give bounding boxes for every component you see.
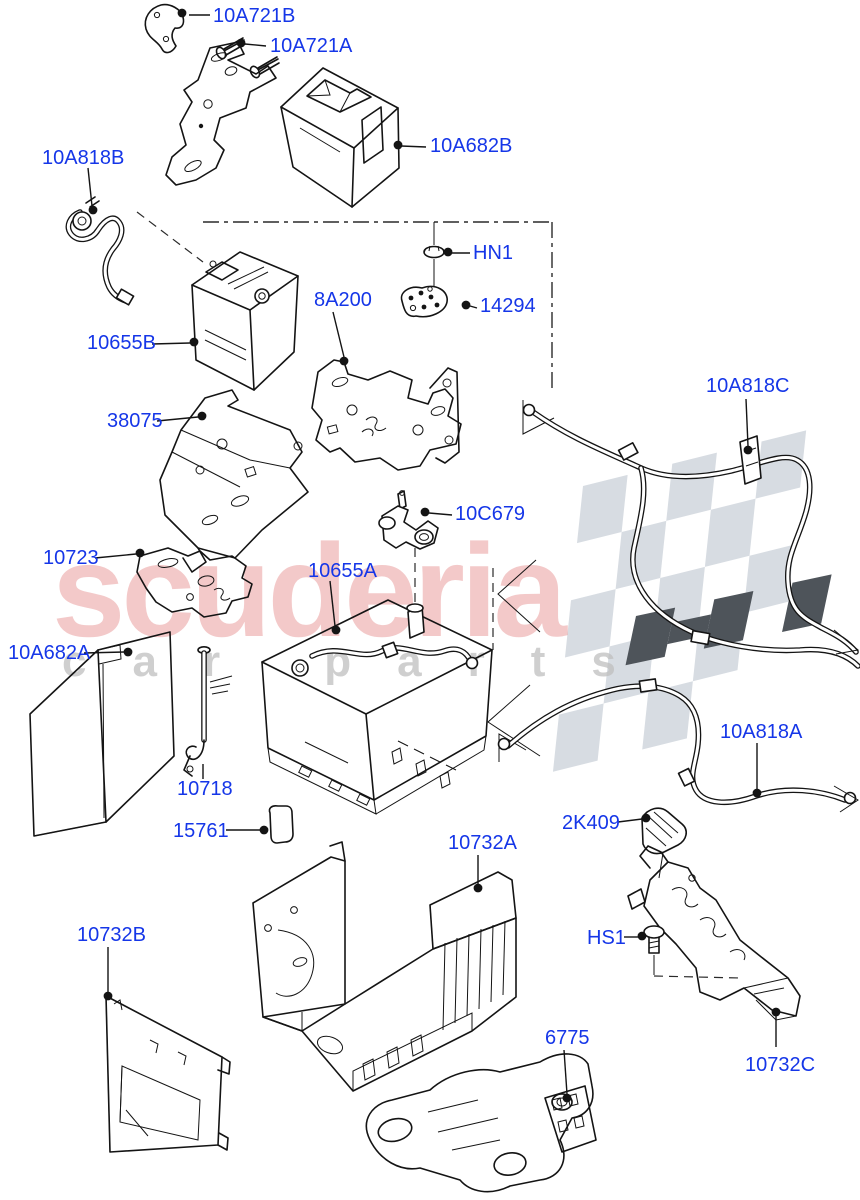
part-10732B-drawing [105,995,231,1153]
part-38075-drawing [159,389,309,573]
watermark-tagline-text: car parts [62,637,662,686]
part-10A818C-drawing [522,400,860,669]
label-8A200[interactable]: 8A200 [314,289,372,311]
part-10A818B-drawing [65,196,135,306]
label-10A721B[interactable]: 10A721B [213,5,295,27]
part-labels: 10A721B 10A721A 10A682B 10A818B HN1 1429… [8,5,815,1076]
part-HS1-drawing [643,925,741,979]
part-10C679-drawing [378,490,439,550]
label-10C679[interactable]: 10C679 [455,503,525,525]
label-10A721A[interactable]: 10A721A [270,35,353,57]
label-10A682A[interactable]: 10A682A [8,642,91,664]
label-10655A[interactable]: 10655A [308,560,378,582]
label-6775[interactable]: 6775 [545,1027,590,1049]
part-10732A-drawing [252,841,517,1092]
brand-watermark: scuderia car parts [52,517,662,686]
part-10A721A-drawing [165,37,280,186]
part-8A200-drawing [311,359,462,471]
part-10655A-drawing [261,599,493,815]
label-10A818B[interactable]: 10A818B [42,147,124,169]
label-10732C[interactable]: 10732C [745,1054,815,1076]
label-10655B[interactable]: 10655B [87,332,156,354]
label-15761[interactable]: 15761 [173,820,229,842]
label-38075[interactable]: 38075 [107,410,163,432]
label-HN1[interactable]: HN1 [473,242,513,264]
label-10A818A[interactable]: 10A818A [720,721,803,743]
part-10A682B-drawing [280,67,400,208]
part-10723-drawing [136,547,253,618]
part-14294-drawing [400,285,448,318]
label-10A818C[interactable]: 10A818C [706,375,789,397]
label-14294[interactable]: 14294 [480,295,536,317]
label-10723[interactable]: 10723 [43,547,99,569]
label-HS1[interactable]: HS1 [587,927,626,949]
cable-end-pennants [487,559,541,757]
label-10718[interactable]: 10718 [177,778,233,800]
part-2K409-drawing [641,807,687,879]
label-2K409[interactable]: 2K409 [562,812,620,834]
leader-lines [83,8,781,1103]
part-HN1-drawing [423,222,445,290]
label-10A682B[interactable]: 10A682B [430,135,512,157]
part-10732C-drawing [627,845,801,1021]
part-6775-drawing [365,1053,597,1193]
phantom-lines [136,211,553,650]
part-10718-drawing [183,645,233,777]
label-10732A[interactable]: 10732A [448,832,518,854]
part-10655B-drawing [191,251,299,391]
part-10A682A-drawing [29,631,175,837]
part-15761-drawing [268,805,294,844]
label-10732B[interactable]: 10732B [77,924,146,946]
